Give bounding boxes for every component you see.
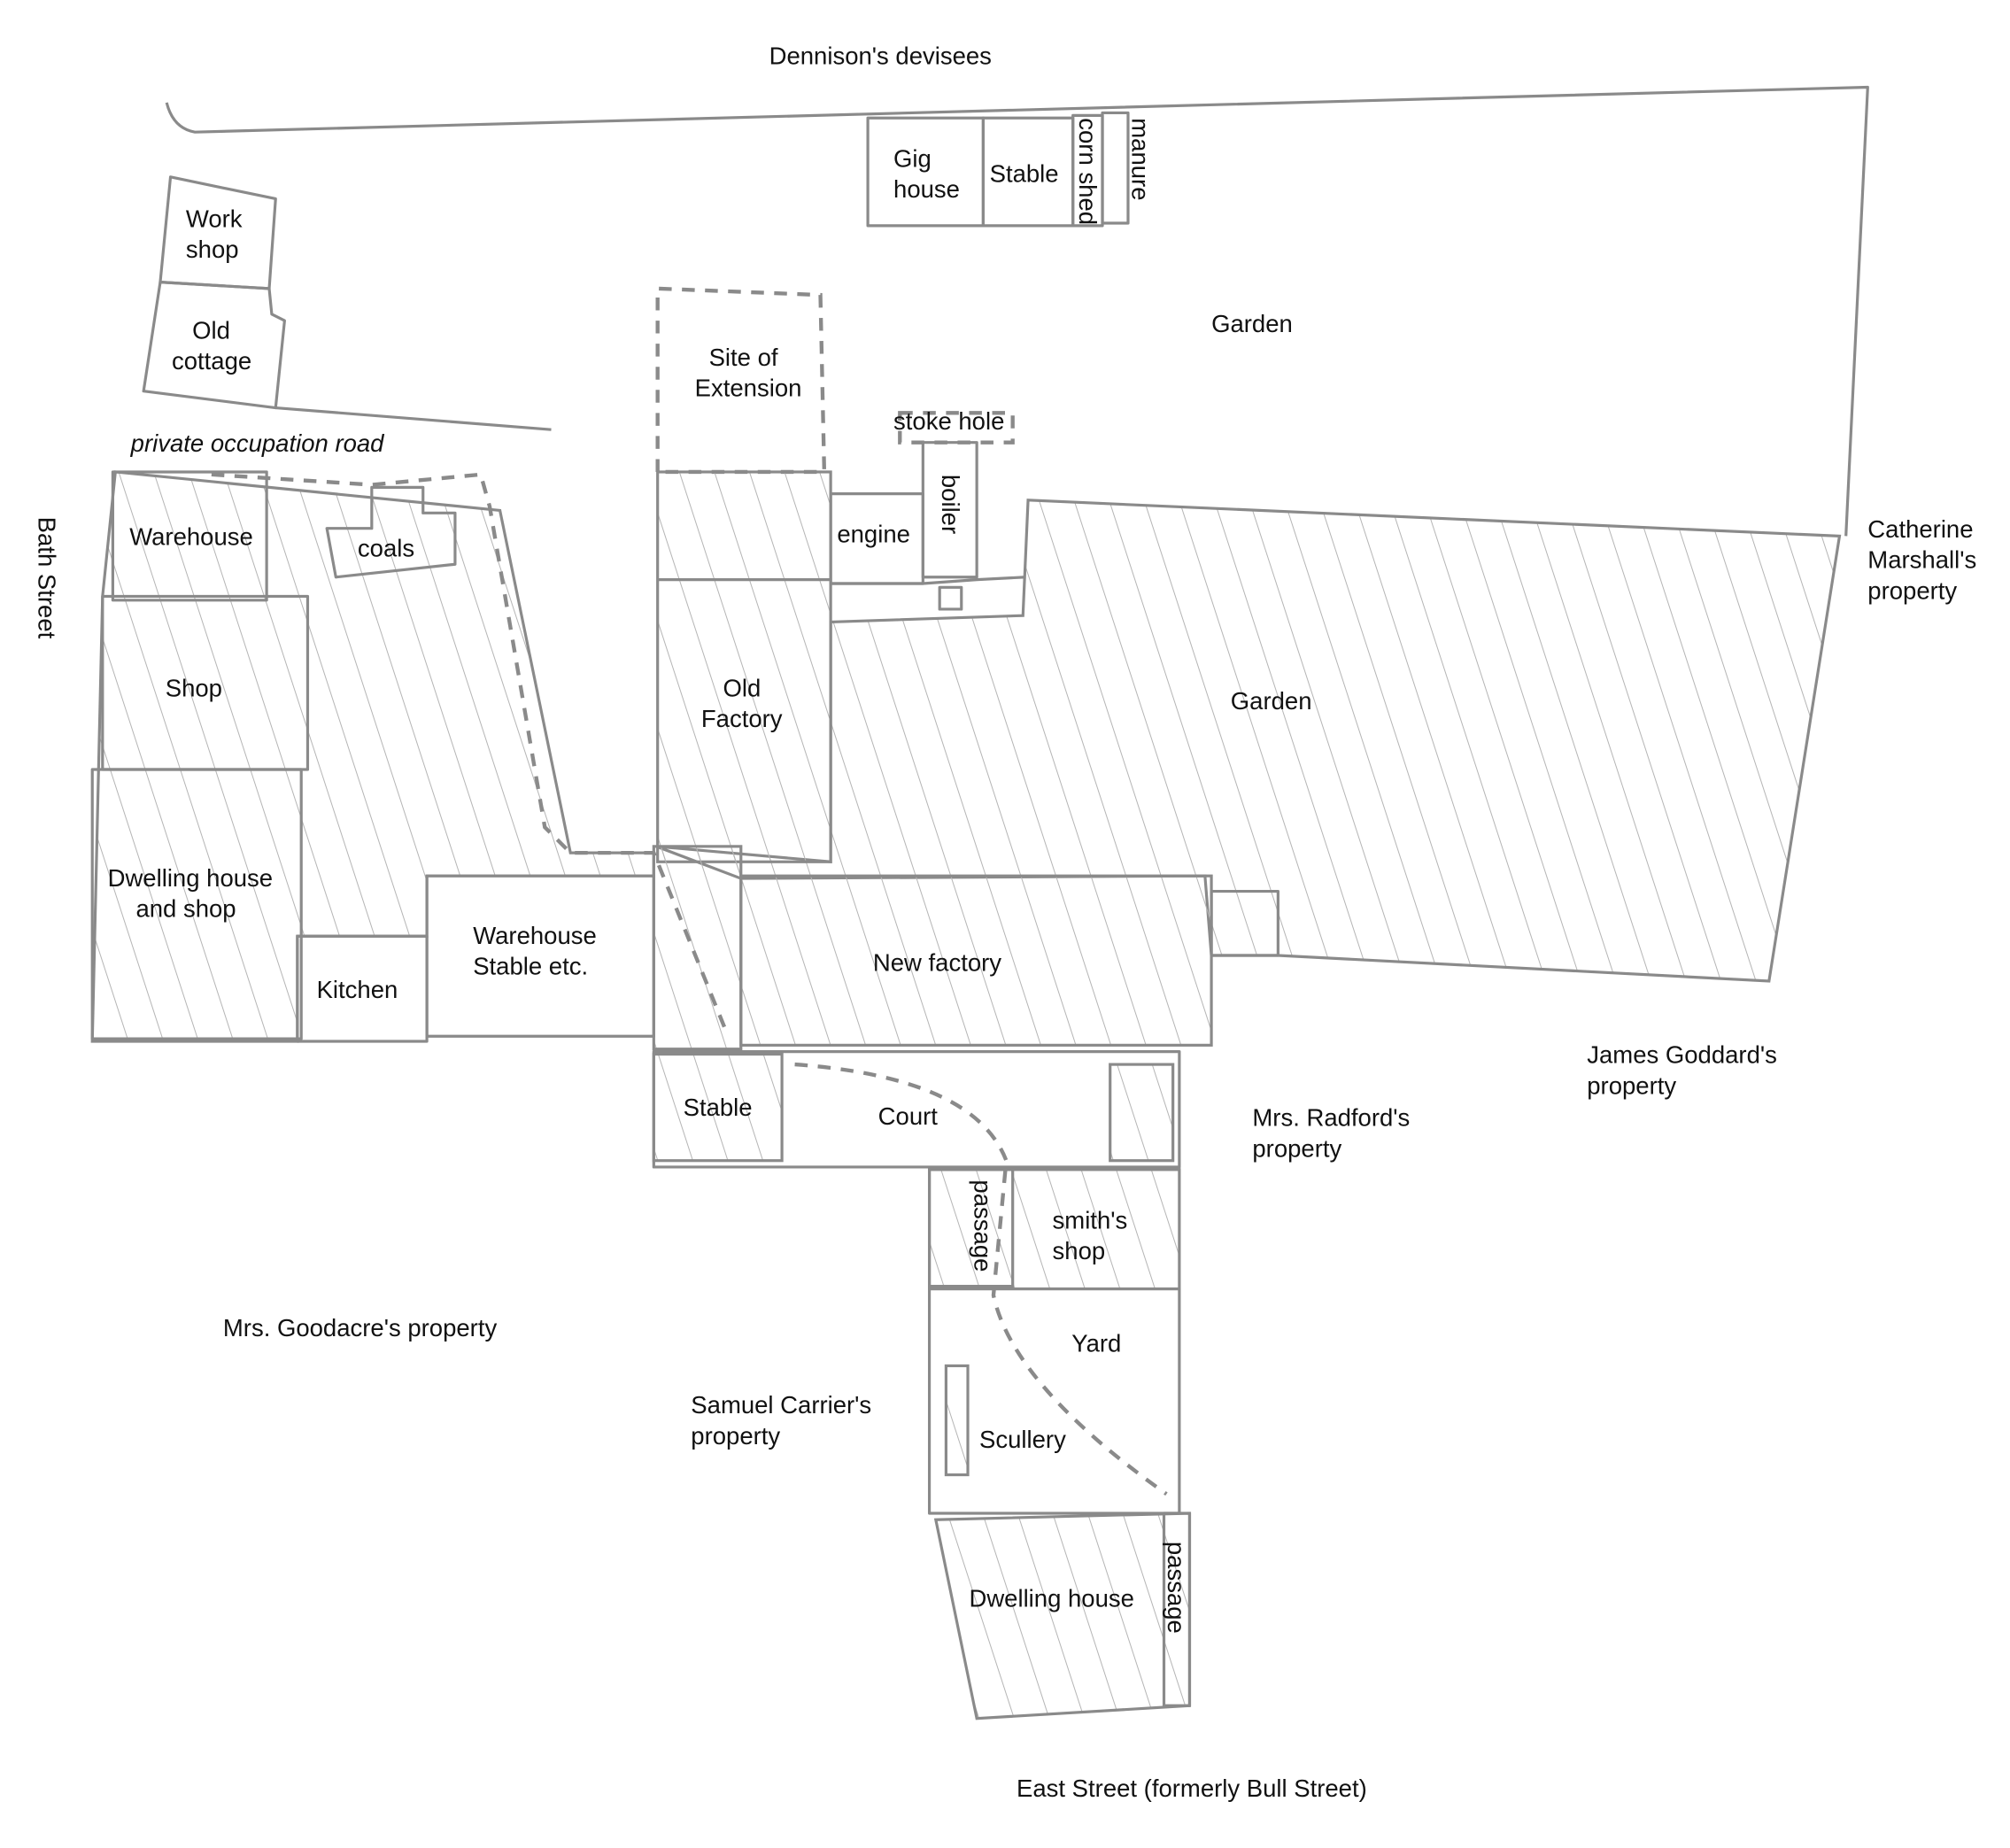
scullery-label: Scullery [979,1426,1066,1453]
engine-yard-wall [831,576,1026,585]
old-cottage [142,281,286,410]
yard-label: Yard [1071,1330,1121,1357]
road-label: private occupation road [130,429,386,457]
flue-square [938,585,963,611]
new-factory-label: New factory [873,948,1001,976]
stable-court [652,1052,784,1163]
dwelling-house [933,1512,1192,1720]
shop-label: Shop [166,674,222,701]
court-route [794,1062,1168,1496]
court-label: Court [878,1102,939,1130]
small-shed [1210,889,1279,957]
work-shop [158,175,277,290]
entry-passage [652,845,743,1051]
scullery-bench [944,1364,970,1477]
yard [927,1287,1181,1515]
north-boundary [165,85,1869,537]
stoke-hole [898,411,1015,445]
north-boundary-label: Dennison's devisees [769,42,992,69]
occupation-road-route [211,472,731,1038]
passage-south-label: passage [1163,1542,1190,1634]
stoke-hole-label: stoke hole [893,407,1004,435]
garden-south-label: Garden [1231,687,1312,715]
east-street-label: East Street (formerly Bull Street) [1017,1775,1367,1802]
boiler-label: boiler [937,475,964,534]
old-factory [656,470,832,863]
stable-north-label: Stable [990,160,1059,188]
court-store [1109,1063,1175,1163]
new-factory [739,874,1213,1047]
bath-street-label: Bath Street [33,517,60,639]
engine-label: engine [837,521,910,548]
warehouse-label: Warehouse [129,523,253,551]
road-edge [275,406,552,431]
kitchen-label: Kitchen [317,976,398,1003]
garden-north-label: Garden [1211,310,1293,337]
dwelling-house-label: Dwelling house [969,1585,1133,1612]
manure [1101,111,1130,225]
coals-label: coals [358,535,414,562]
passage-south [1162,1512,1192,1707]
boiler [921,441,978,579]
warehouse [111,470,268,602]
goodacre-label: Mrs. Goodacre's property [223,1314,498,1342]
stable-court-label: Stable [684,1094,753,1121]
corn-shed-label: corn shed [1074,118,1102,225]
passage-north [927,1168,1015,1288]
dwelling-and-shop [90,768,303,1040]
coals [325,485,457,579]
passage-north-label: passage [969,1179,996,1272]
manure-label: manure [1126,118,1154,200]
smiths-shop [927,1168,1181,1291]
